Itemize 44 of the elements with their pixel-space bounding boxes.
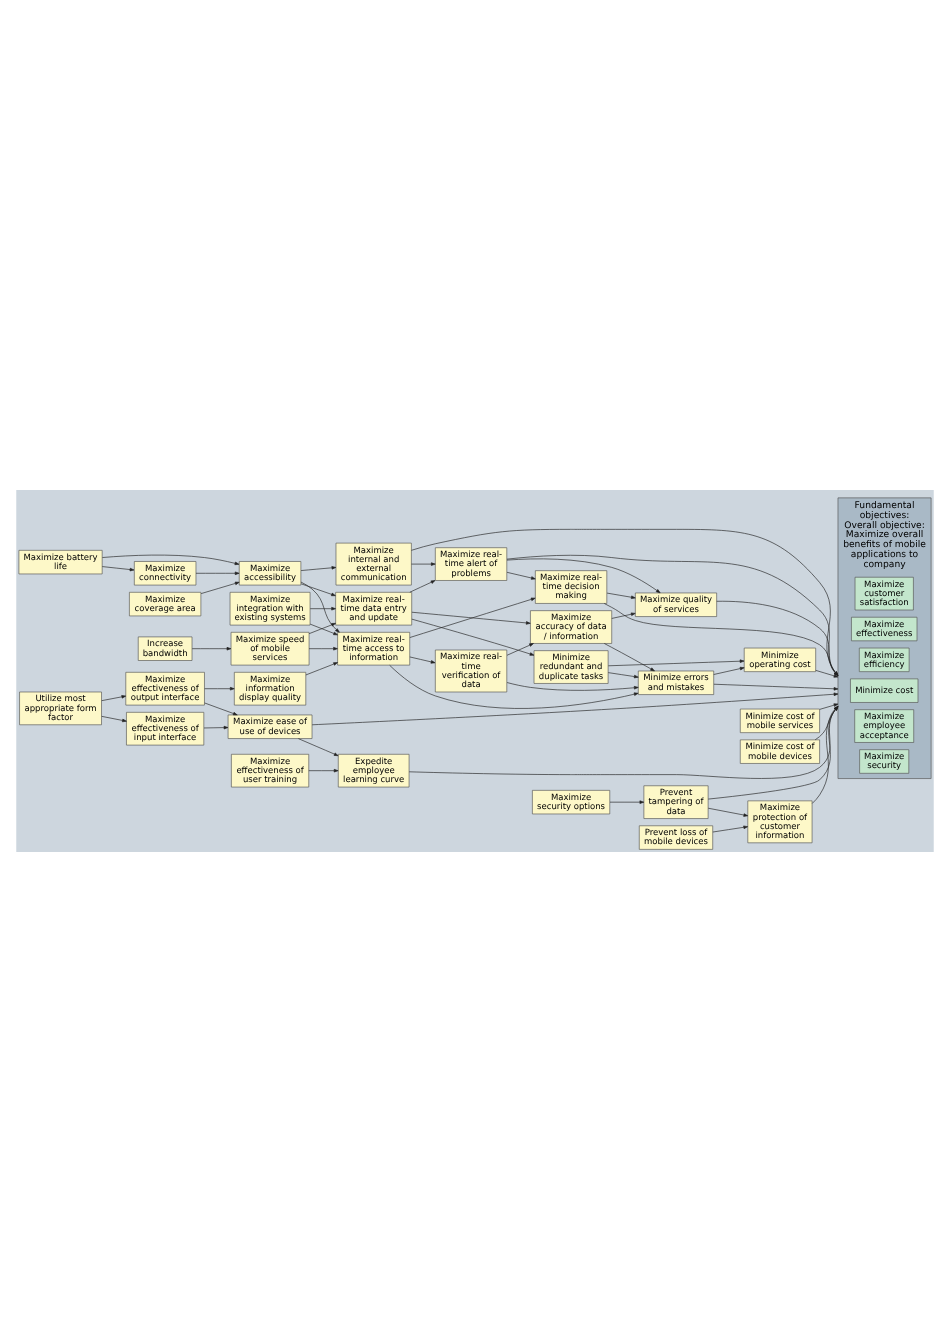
arrow — [305, 661, 338, 675]
arrow — [506, 642, 534, 655]
arrow — [102, 565, 135, 571]
arrow — [298, 737, 339, 756]
arrow — [308, 646, 338, 650]
arrow — [409, 579, 436, 592]
arrow — [814, 705, 839, 740]
arrow — [713, 665, 745, 674]
arrow — [203, 724, 229, 729]
arrow — [389, 663, 639, 708]
arrow — [411, 617, 535, 655]
arrow — [712, 824, 749, 832]
arrow — [300, 582, 336, 596]
arrow — [609, 799, 645, 803]
arrow — [611, 611, 636, 618]
arrow — [707, 806, 749, 816]
arrow — [204, 686, 235, 690]
arrow — [607, 671, 639, 678]
arrow — [608, 658, 745, 666]
arrow — [300, 580, 340, 632]
arrow — [204, 701, 238, 715]
arrow — [309, 606, 336, 610]
arrow — [604, 642, 655, 671]
arrow — [713, 682, 839, 690]
arrow — [811, 705, 839, 803]
arrow — [411, 610, 531, 624]
arrow — [819, 702, 839, 709]
arrow — [102, 553, 240, 565]
arrow — [506, 557, 661, 593]
arrow — [311, 691, 839, 725]
arrow — [308, 767, 339, 772]
arrow — [409, 596, 536, 637]
arrow — [506, 681, 639, 690]
arrow — [101, 694, 127, 700]
arrow — [101, 715, 127, 722]
arrow — [815, 669, 839, 677]
arrow — [606, 591, 636, 598]
arrow — [200, 580, 240, 593]
arrow — [195, 570, 240, 574]
arrow — [191, 646, 232, 650]
arrow — [409, 655, 436, 663]
arrow — [506, 571, 536, 579]
arrow — [411, 561, 436, 565]
arrow — [300, 565, 337, 570]
